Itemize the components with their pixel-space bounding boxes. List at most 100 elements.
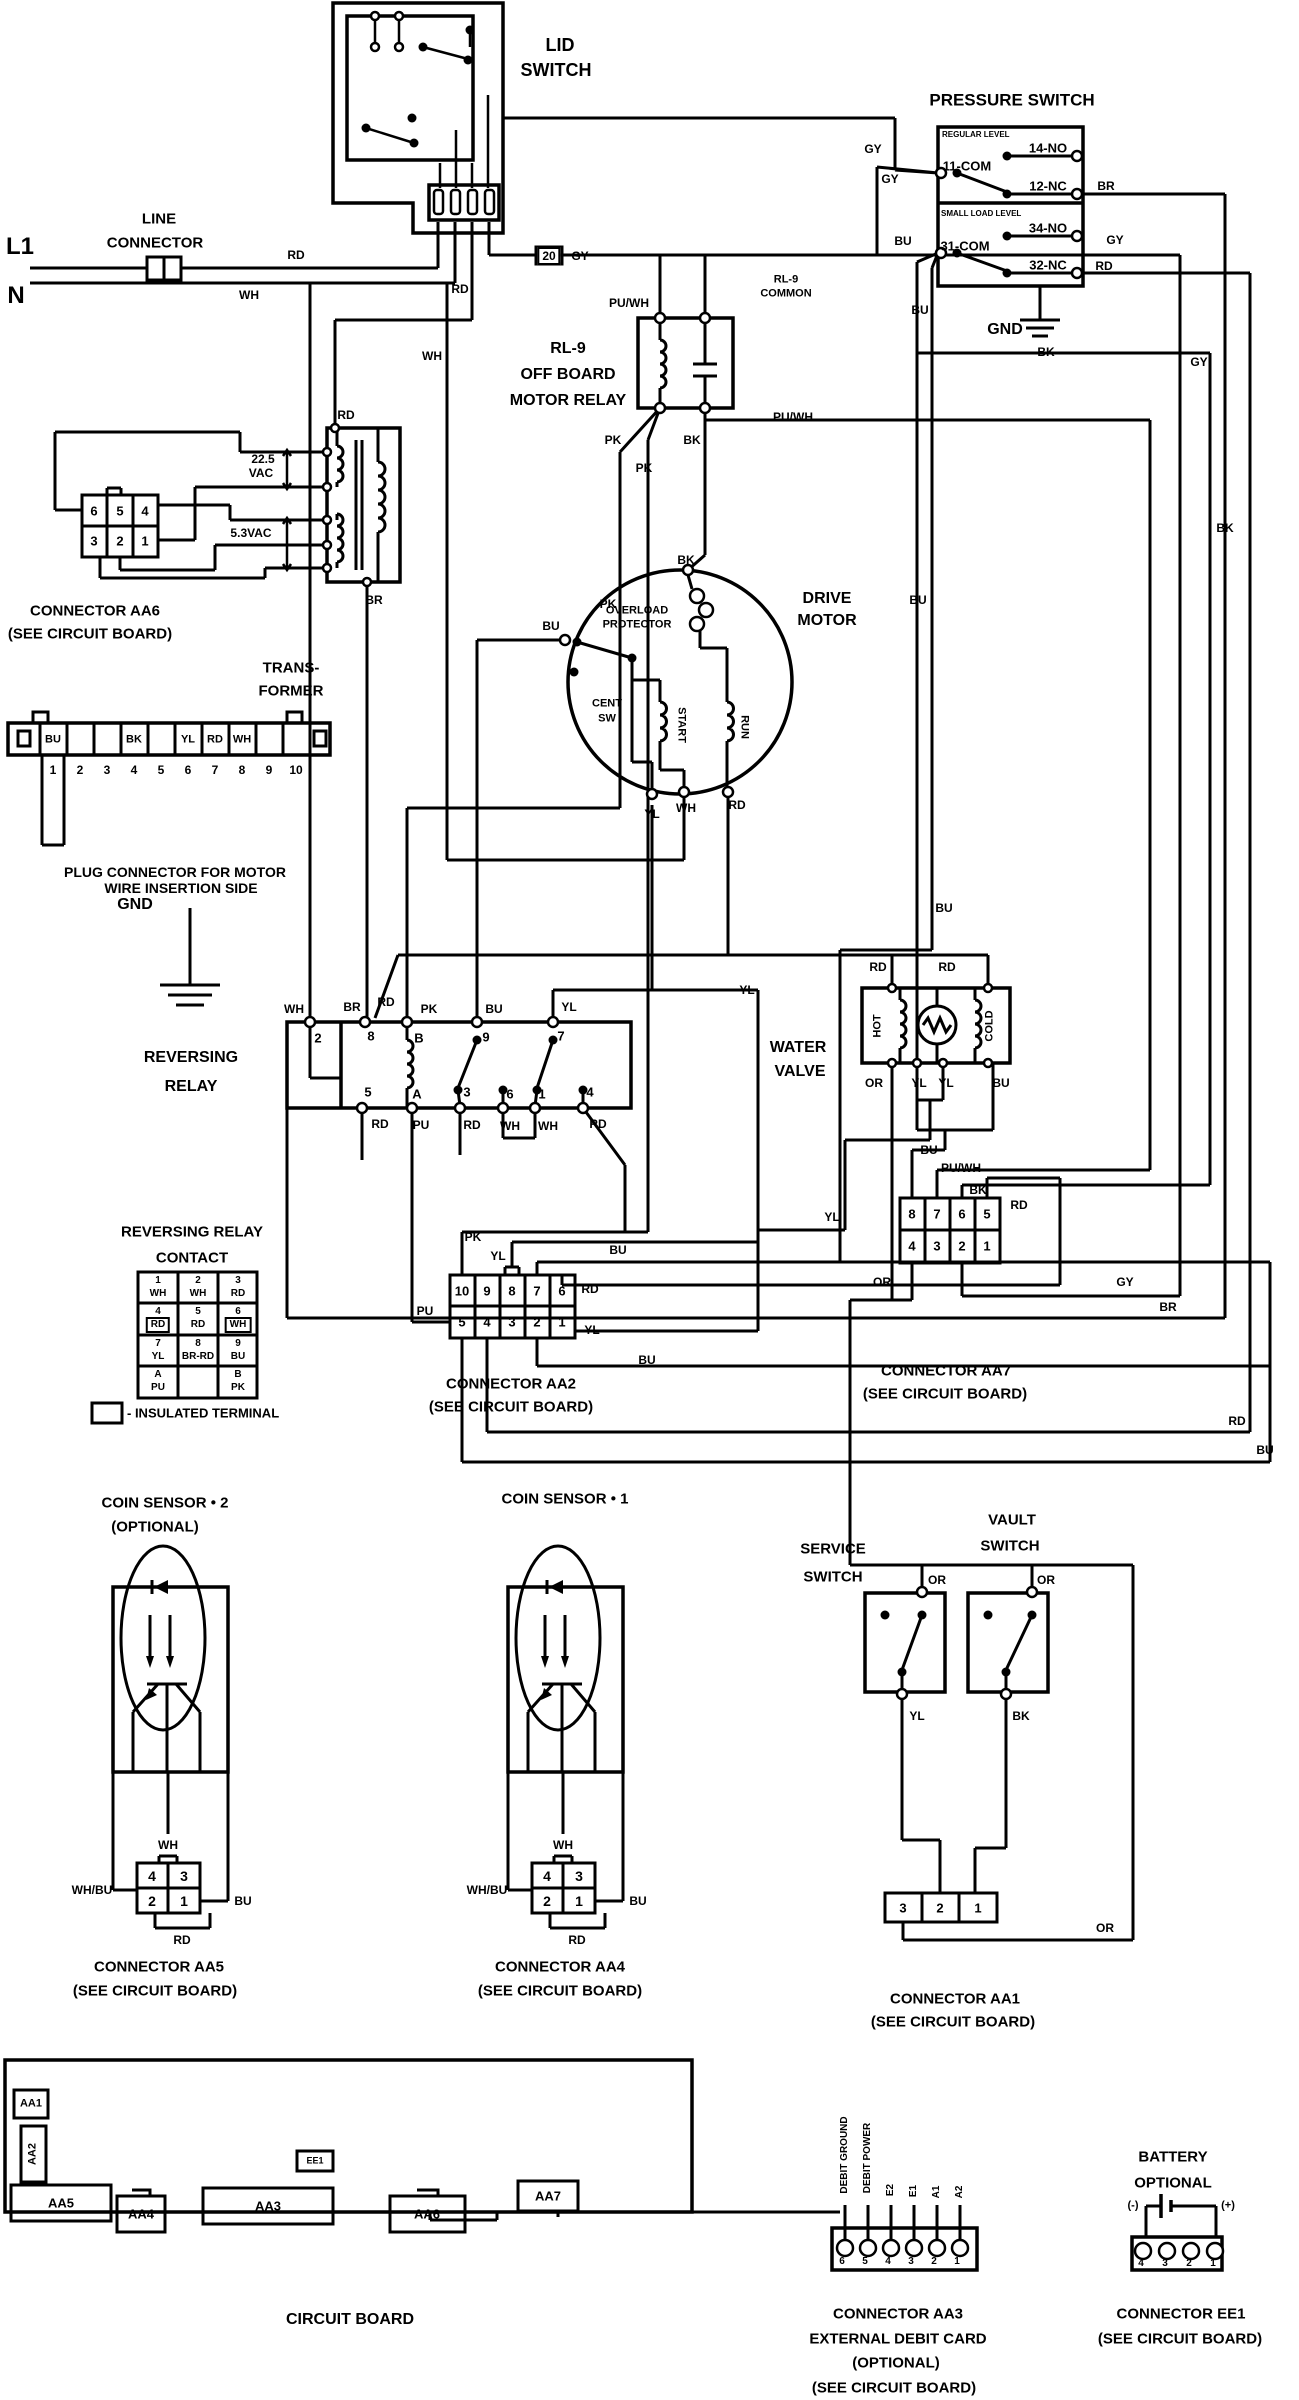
service-switch-title-1: SERVICE <box>800 1540 866 1558</box>
conn-aa7-caption-2: (SEE CIRCUIT BOARD) <box>862 1385 1028 1403</box>
batt-pos: (+) <box>1221 2199 1235 2212</box>
conn-aa6-caption-1: CONNECTOR AA6 <box>29 602 161 620</box>
board-aa7: AA7 <box>534 2188 562 2204</box>
conn-aa2-caption-1: CONNECTOR AA2 <box>445 1375 577 1393</box>
ee1-1: 1 <box>1210 2258 1216 2269</box>
tbl-7c: YL <box>151 1351 165 1362</box>
aa4-rd: RD <box>568 1933 586 1947</box>
aa2-1: 1 <box>558 1314 566 1330</box>
rr-wh-top: WH <box>284 1002 304 1016</box>
coin1-title: COIN SENSOR • 1 <box>501 1490 629 1508</box>
plug-5: 5 <box>157 763 165 777</box>
wv-yl-1: YL <box>911 1076 927 1090</box>
tbl-9c: BU <box>230 1351 246 1362</box>
sw-bk: BK <box>1012 1709 1030 1723</box>
open-terminals <box>303 10 1225 2261</box>
ps-14-no: 14-NO <box>1028 140 1068 156</box>
l1-terminal: L1 <box>5 233 35 260</box>
conn-aa5-caption-2: (SEE CIRCUIT BOARD) <box>72 1982 238 2000</box>
aa6-1: 1 <box>141 533 149 549</box>
tbl-6n: 6 <box>235 1306 241 1317</box>
vac-225-2: VAC <box>248 466 274 480</box>
vac-53: 5.3VAC <box>230 526 272 540</box>
overload-bead <box>688 587 706 605</box>
aa2-3: 3 <box>508 1314 516 1330</box>
aa4-whbu: WH/BU <box>466 1883 508 1897</box>
wv-or: OR <box>865 1076 883 1090</box>
line-connector-title-2: CONNECTOR <box>106 234 204 252</box>
aa5-rd: RD <box>173 1933 191 1947</box>
rl9-title-2: OFF BOARD <box>520 366 616 383</box>
tbl-bn: B <box>234 1369 242 1380</box>
rr-contact-title-2: CONTACT <box>155 1249 229 1267</box>
overload-bead <box>697 601 715 619</box>
aa5-3: 3 <box>180 1868 188 1884</box>
aa4-wh: WH <box>553 1838 573 1852</box>
overload-bead <box>688 615 706 633</box>
cent-sw-2: SW <box>598 712 616 725</box>
rr-contact-title-1: REVERSING RELAY <box>121 1223 263 1241</box>
wire-br-2: BR <box>365 593 383 607</box>
lid-switch-title-1: LID <box>545 35 575 55</box>
conn-aa1-caption-2: (SEE CIRCUIT BOARD) <box>870 2013 1036 2031</box>
board-aa6: AA6 <box>413 2206 441 2222</box>
wire-bk-2: BK <box>683 433 701 447</box>
wire-bu-5: BU <box>935 901 953 915</box>
wire-bk-1: BK <box>1216 521 1234 535</box>
conn-ee1-caption-2: (SEE CIRCUIT BOARD) <box>1097 2330 1263 2348</box>
tbl-bc: PK <box>231 1382 245 1393</box>
plug-3: 3 <box>103 763 111 777</box>
tbl-1c: WH <box>149 1288 167 1299</box>
sw-or-2: OR <box>1037 1573 1055 1587</box>
wire-yl-1: YL <box>644 807 660 821</box>
tbl-8c: BR-RD <box>181 1351 215 1362</box>
rr-rd-bot2: RD <box>463 1118 481 1132</box>
overload-2: PROTECTOR <box>602 618 672 631</box>
aa3-sig-e1: E1 <box>908 2184 919 2198</box>
rr-rd-bot3: RD <box>589 1117 607 1131</box>
tbl-1n: 1 <box>155 1275 161 1286</box>
aa5-wh: WH <box>158 1838 178 1852</box>
rr-yl-top: YL <box>561 1000 577 1014</box>
aa2-yl-1: YL <box>490 1249 506 1263</box>
aa2-4: 4 <box>483 1314 491 1330</box>
aa2-6: 6 <box>558 1283 566 1299</box>
aa5-4: 4 <box>148 1868 156 1884</box>
wire-wh-1: WH <box>239 288 259 302</box>
aa3-sig-debit-ground: DEBIT GROUND <box>839 2116 850 2194</box>
reversing-relay-title-1: REVERSING <box>143 1049 239 1066</box>
aa3-6: 6 <box>839 2256 845 2267</box>
cold-coil: COLD <box>983 1010 996 1042</box>
aa7-4: 4 <box>908 1238 916 1254</box>
run-winding: RUN <box>738 715 751 739</box>
lid-connector-slot <box>432 188 445 216</box>
plug-1: 1 <box>49 763 57 777</box>
aa1-3: 3 <box>899 1900 907 1916</box>
aa3-1: 1 <box>954 2256 960 2267</box>
aa2-9: 9 <box>483 1283 491 1299</box>
wire-rd-2: RD <box>287 248 305 262</box>
plug-wh: WH <box>232 733 252 746</box>
wire-wh-3: WH <box>676 801 696 815</box>
tbl-7n: 7 <box>155 1338 161 1349</box>
wire-wh-2: WH <box>422 349 442 363</box>
aa3-sig-e2: E2 <box>885 2183 896 2197</box>
rr-pin-3: 3 <box>463 1084 471 1100</box>
rr-pin-1: 1 <box>538 1086 546 1102</box>
aa6-6: 6 <box>90 503 98 519</box>
aa2-8: 8 <box>508 1283 516 1299</box>
rr-wh-bot2: WH <box>538 1119 558 1133</box>
aa7-puwh: PU/WH <box>941 1161 981 1175</box>
aa4-2: 2 <box>543 1893 551 1909</box>
overload-1: OVERLOAD <box>605 604 669 617</box>
wire-rd-5: RD <box>728 798 746 812</box>
wire-bk-3: BK <box>1037 345 1055 359</box>
aa3-4: 4 <box>885 2256 891 2267</box>
aa2-yl-2: YL <box>584 1323 600 1337</box>
ee1-4: 4 <box>1138 2258 1144 2269</box>
rr-pu-bot: PU <box>412 1118 430 1132</box>
wire-bu-4: BU <box>542 619 560 633</box>
lid-connector-slot <box>483 188 496 216</box>
board-aa3: AA3 <box>254 2198 282 2214</box>
